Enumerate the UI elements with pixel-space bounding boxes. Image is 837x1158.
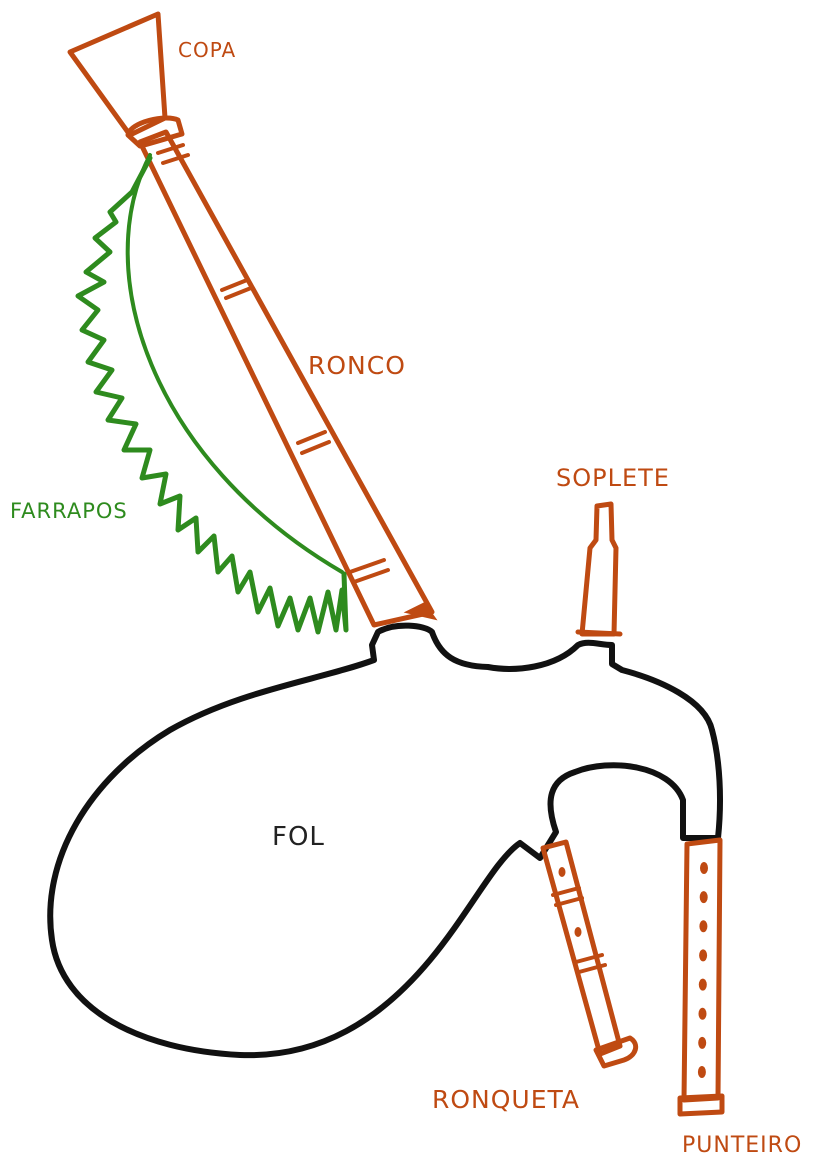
copa-bell (70, 14, 182, 146)
punteiro-tube (684, 840, 720, 1100)
punteiro-hole (698, 1037, 706, 1049)
ronqueta-tube (543, 842, 620, 1054)
punteiro-holes (698, 862, 708, 1078)
soplete-blowpipe (578, 504, 620, 634)
farrapos-fringe (78, 155, 346, 632)
label-ronqueta: RONQUETA (432, 1085, 580, 1114)
label-farrapos: FARRAPOS (10, 499, 128, 523)
label-fol: FOL (272, 822, 325, 852)
label-soplete: SOPLETE (556, 464, 670, 492)
soplete-tube (582, 504, 616, 634)
punteiro-hole (699, 1008, 707, 1020)
punteiro-bell (680, 1096, 722, 1114)
punteiro-chanter (680, 840, 722, 1114)
label-copa: COPA (178, 38, 236, 62)
punteiro-hole (698, 1066, 706, 1078)
label-punteiro: PUNTEIRO (682, 1133, 802, 1158)
punteiro-hole (700, 891, 708, 903)
farrapos-tassels (78, 158, 346, 632)
ronqueta-hole (559, 867, 566, 877)
fol-bag-outline (50, 626, 720, 1056)
ronco-joint-3 (298, 432, 329, 453)
ronqueta-hole (575, 927, 582, 937)
ronco-joint-2 (222, 280, 251, 298)
soplete-ring (578, 632, 620, 634)
punteiro-hole (699, 920, 707, 932)
punteiro-hole (699, 949, 707, 961)
copa-cone (70, 14, 165, 135)
punteiro-hole (699, 979, 707, 991)
ronco-joint-4 (350, 560, 388, 582)
label-ronco: RONCO (308, 351, 406, 380)
punteiro-hole (700, 862, 708, 874)
ronqueta-drone (543, 842, 636, 1066)
